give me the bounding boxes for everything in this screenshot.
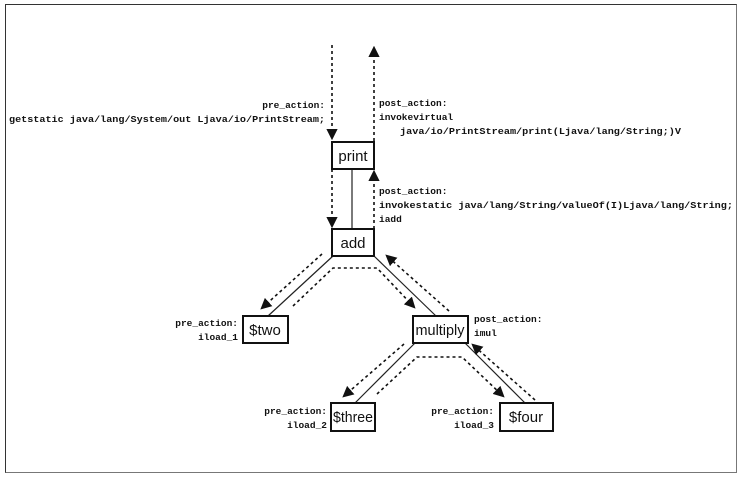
node-four-box [499, 402, 554, 432]
node-multiply: multiply [412, 315, 469, 344]
node-three-box [330, 402, 376, 432]
node-multiply-box [412, 315, 469, 344]
flow-multiply-to-three [342, 343, 405, 398]
annotation-four-pre: pre_action: iload_3 [431, 406, 494, 431]
node-add-label: add [340, 235, 365, 252]
flow-add-to-two [260, 253, 323, 310]
edge-add-two [267, 255, 334, 317]
node-print: print [331, 141, 375, 170]
flow-two-to-multiply [292, 267, 416, 309]
print-post-line-2: java/io/PrintStream/print(Ljava/lang/Str… [400, 126, 681, 137]
node-two-box [242, 315, 289, 344]
annotation-two-pre: pre_action: iload_1 [175, 318, 238, 343]
node-add-box [331, 228, 375, 257]
edge-add-multiply [373, 255, 437, 317]
print-post-line-1: invokevirtual [379, 112, 453, 123]
node-two: $two [242, 315, 289, 344]
flow-three-to-four [376, 356, 505, 398]
node-two-label: $two [249, 322, 281, 339]
node-print-label: print [338, 148, 368, 165]
multiply-post-title: post_action: [474, 314, 542, 325]
annotation-print-pre: pre_action: getstatic java/lang/System/o… [9, 100, 325, 125]
node-add: add [331, 228, 375, 257]
three-pre-title: pre_action: [264, 406, 327, 417]
two-pre-line-1: iload_1 [198, 332, 238, 343]
annotation-three-pre: pre_action: iload_2 [264, 406, 327, 431]
flow-multiply-to-add [385, 254, 450, 312]
flow-four-to-multiply [471, 343, 536, 401]
edge-multiply-three [354, 342, 416, 404]
four-pre-title: pre_action: [431, 406, 494, 417]
node-three-label: $three [333, 409, 373, 426]
two-pre-title: pre_action: [175, 318, 238, 329]
annotation-multiply-post: post_action: imul [474, 314, 542, 339]
node-four-label: $four [509, 409, 543, 426]
print-pre-line-1: getstatic java/lang/System/out Ljava/io/… [9, 114, 325, 125]
multiply-post-line-1: imul [474, 328, 497, 339]
annotation-add-post: post_action: invokestatic java/lang/Stri… [379, 186, 733, 225]
edge-multiply-four [464, 342, 526, 404]
add-post-line-1: invokestatic java/lang/String/valueOf(I)… [379, 200, 733, 211]
print-post-title: post_action: [379, 98, 447, 109]
three-pre-line-1: iload_2 [287, 420, 327, 431]
node-multiply-label: multiply [416, 322, 465, 339]
node-four: $four [499, 402, 554, 432]
node-print-box [331, 141, 375, 170]
traversal-flow [260, 45, 536, 401]
annotation-print-post: post_action: invokevirtual java/io/Print… [379, 98, 681, 137]
node-three: $three [330, 402, 376, 432]
print-pre-title: pre_action: [262, 100, 325, 111]
four-pre-line-1: iload_3 [454, 420, 494, 431]
add-post-line-2: iadd [379, 214, 402, 225]
diagram-frame [5, 4, 737, 473]
add-post-title: post_action: [379, 186, 447, 197]
